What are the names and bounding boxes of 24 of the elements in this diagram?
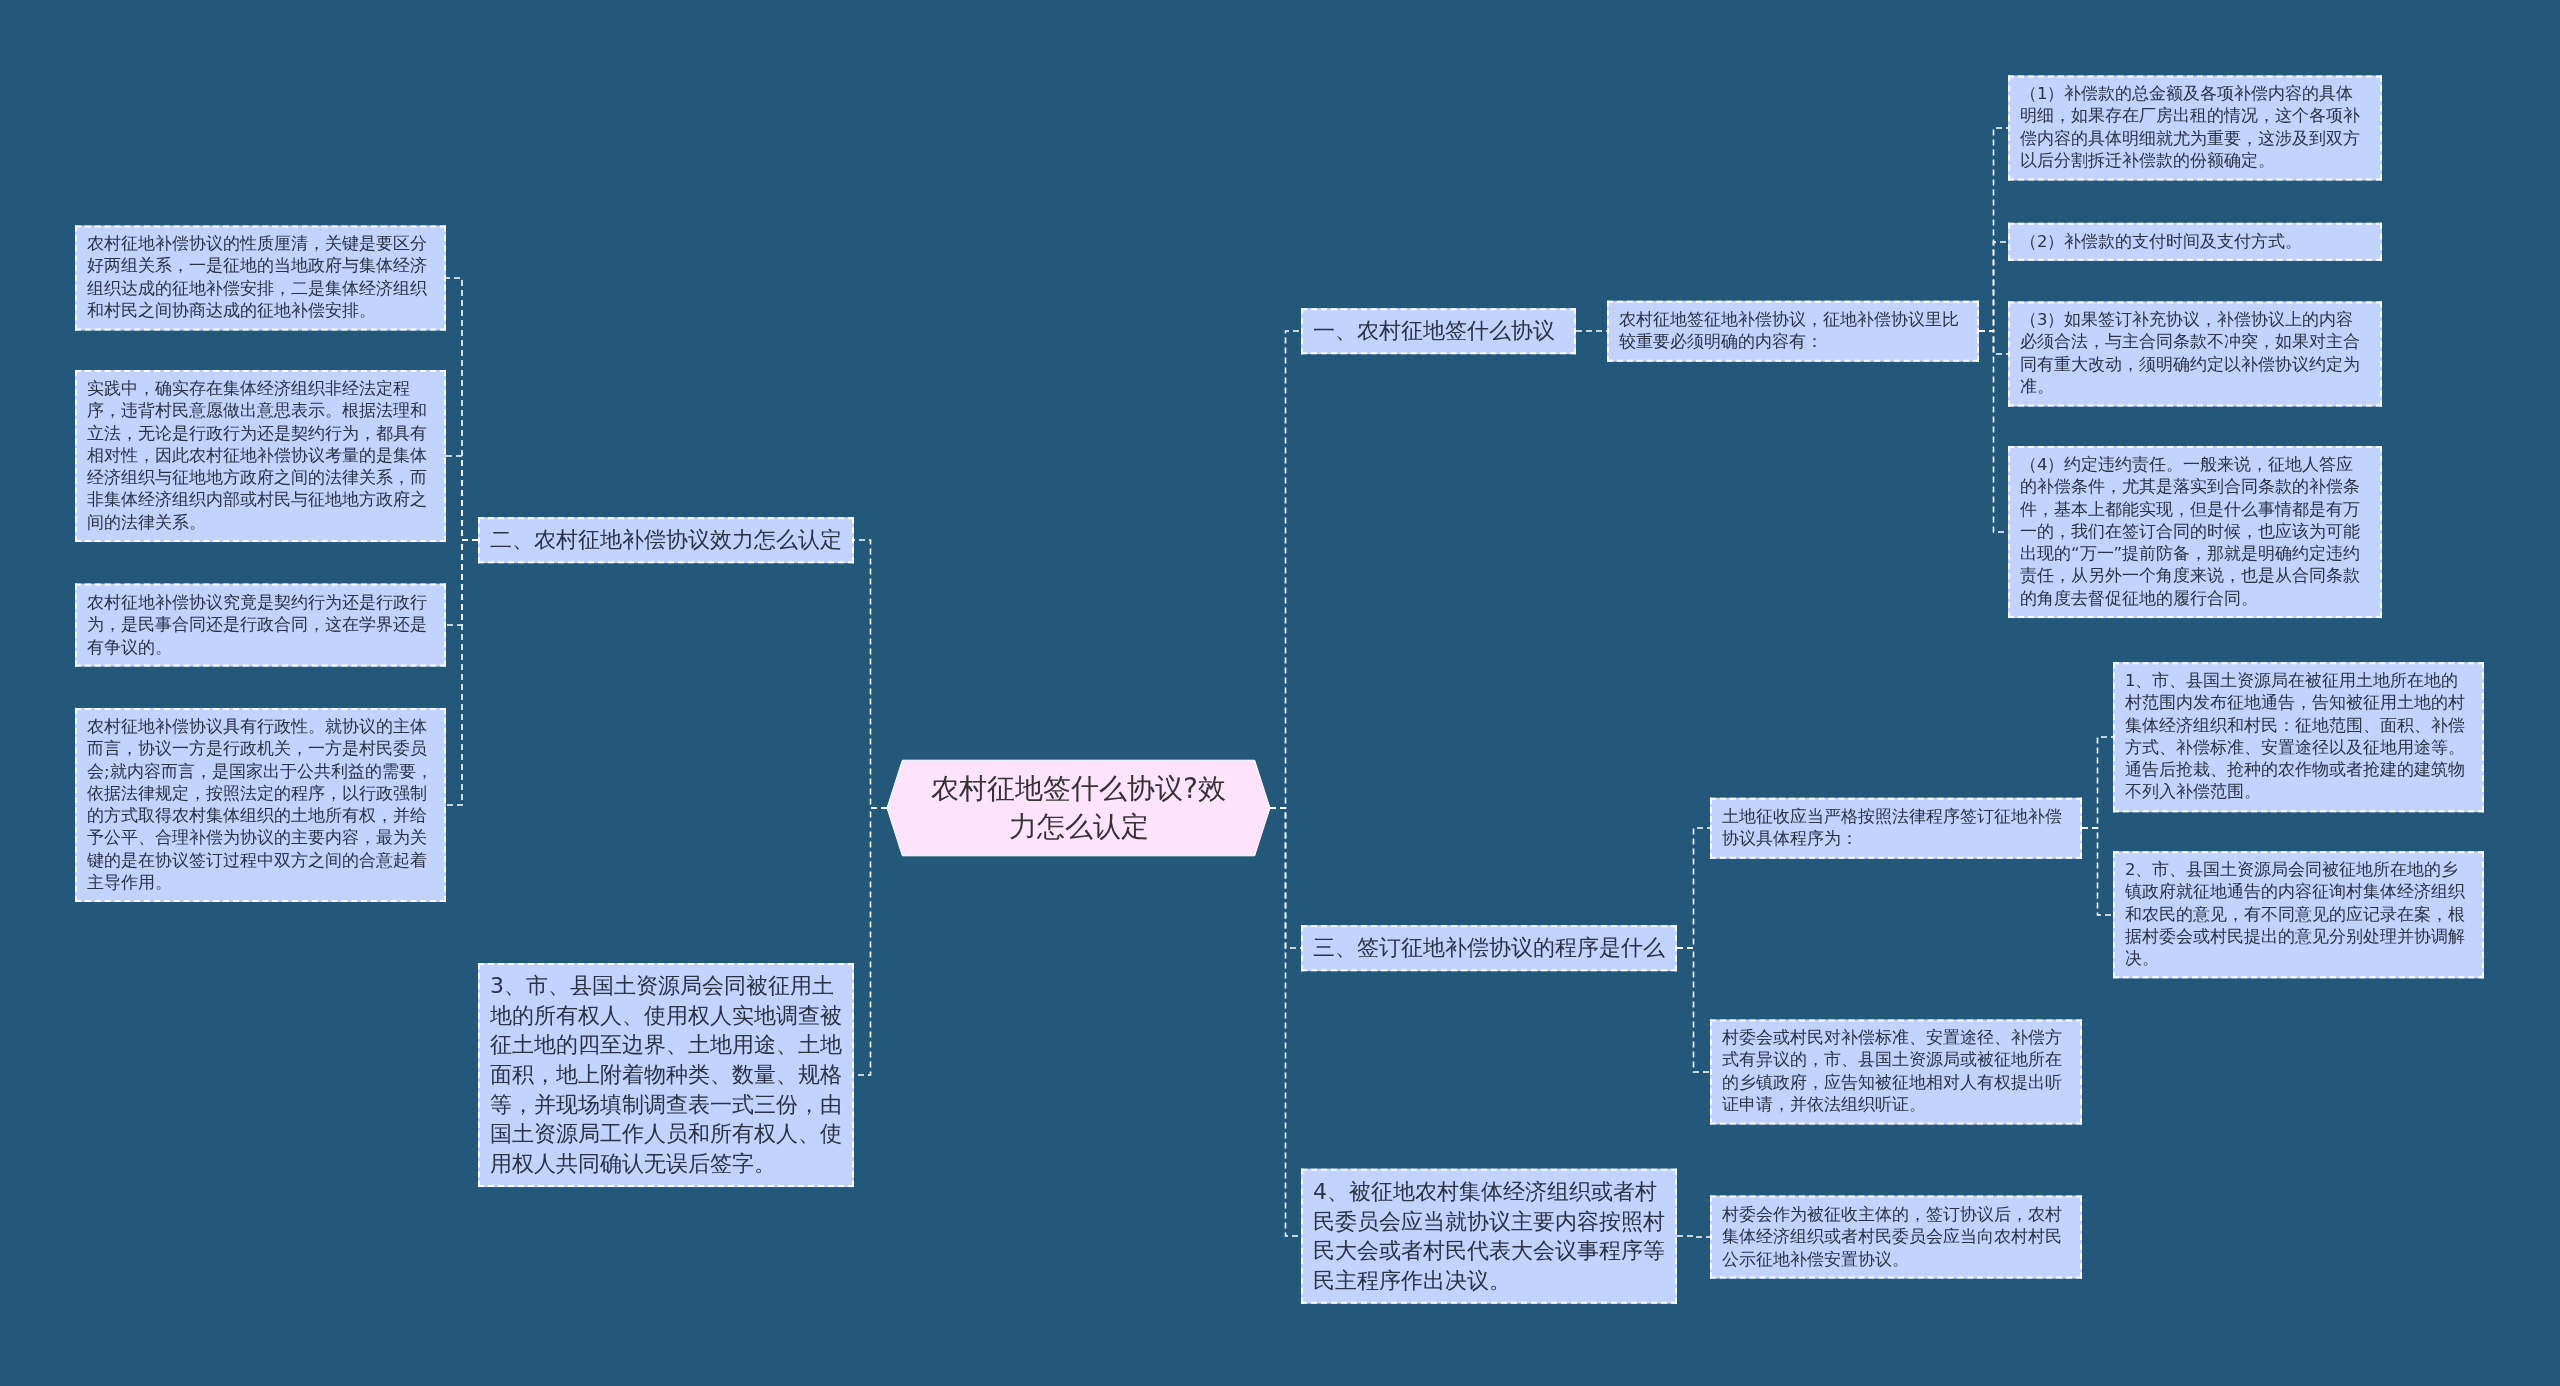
topic-box: 3、市、县国土资源局会同被征用土地的所有权人、使用权人实地调查被征土地的四至边界、土地用途、土地面积，地上附着物种类、数量、规格等，并现场填制调查表一式三份，由国土资源局工作人员和所有权人、使用权人共同确认无误后签字。 [478, 963, 854, 1187]
note-box: 农村征地补偿协议究竟是契约行为还是行政行为，是民事合同还是行政合同，这在学界还是有争议的。 [75, 583, 446, 667]
note-box: 农村征地补偿协议具有行政性。就协议的主体而言，协议一方是行政机关，一方是村民委员会;就内容而言，是国家出于公共利益的需要，依据法律规定，按照法定的程序，以行政强制的方式取得农村集体组织的土地所有权，并给予公平、合理补偿为协议的主要内容，最为关键的是在协议签订过程中双方之间的合意起着主导作用。 [75, 707, 446, 903]
topic-box: 三、签订征地补偿协议的程序是什么 [1301, 925, 1677, 971]
topic-box: 二、农村征地补偿协议效力怎么认定 [478, 517, 854, 563]
note-box: （3）如果签订补充协议，补偿协议上的内容必须合法，与主合同条款不冲突，如果对主合同有重大改动，须明确约定以补偿协议约定为准。 [2008, 301, 2382, 407]
connector-line [445, 539, 479, 806]
note-box: 村委会或村民对补偿标准、安置途径、补偿方式有异议的，市、县国土资源局或被征地所在的乡镇政府，应告知被征地相对人有权提出听证申请，并依法组织听证。 [1710, 1019, 2082, 1125]
central-topic: 农村征地签什么协议?效力怎么认定 [887, 760, 1270, 856]
topic-box: 4、被征地农村集体经济组织或者村民委员会应当就协议主要内容按照村民大会或者村民代表大会议事程序等民主程序作出决议。 [1301, 1168, 1677, 1304]
note-box: 实践中，确实存在集体经济组织非经法定程序，违背村民意愿做出意思表示。根据法理和立法，无论是行政行为还是契约行为，都具有相对性，因此农村征地补偿协议考量的是集体经济组织与征地地方政府之间的法律关系，而非集体经济组织内部或村民与征地地方政府之间的法律关系。 [75, 370, 446, 542]
note-box: （4）约定违约责任。一般来说，征地人答应的补偿条件，尤其是落实到合同条款的补偿条件，基本上都能实现，但是什么事情都是有万一的，我们在签订合同的时候，也应该为可能出现的“万一”提前防备，那就是明确约定违约责任，从另外一个角度来说，也是从合同条款的角度去督促征地的履行合同。 [2008, 446, 2382, 618]
note-box: 2、市、县国土资源局会同被征地所在地的乡镇政府就征地通告的内容征询村集体经济组织和农民的意见，有不同意见的应记录在案，根据村委会或村民提出的意见分别处理并协调解决。 [2113, 851, 2484, 979]
topic-box: 一、农村征地签什么协议 [1301, 308, 1576, 354]
connector-line [2081, 827, 2114, 916]
note-box: （2）补偿款的支付时间及支付方式。 [2008, 222, 2382, 262]
connector-line [1676, 1235, 1711, 1238]
note-box: 1、市、县国土资源局在被征用土地所在地的村范围内发布征地通告，告知被征用土地的村集体经济组织和村民：征地范围、面积、补偿方式、补偿标准、安置途径以及征地用途等。通告后抢栽、抢种的农作物或者抢建的建筑物不列入补偿范围。 [2113, 662, 2484, 812]
note-box: 村委会作为被征收主体的，签订协议后，农村集体经济组织或者村民委员会应当向农村村民公示征地补偿安置协议。 [1710, 1195, 2082, 1279]
note-box: （1）补偿款的总金额及各项补偿内容的具体明细，如果存在厂房出租的情况，这个各项补偿内容的具体明细就尤为重要，这涉及到双方以后分割拆迁补偿款的份额确定。 [2008, 75, 2382, 181]
note-box: 农村征地补偿协议的性质厘清，关键是要区分好两组关系，一是征地的当地政府与集体经济组织达成的征地补偿安排，二是集体经济组织和村民之间协商达成的征地补偿安排。 [75, 225, 446, 331]
note-box: 农村征地签征地补偿协议，征地补偿协议里比较重要必须明确的内容有： [1607, 300, 1979, 362]
connector-line [1676, 947, 1711, 1073]
note-box: 土地征收应当严格按照法律程序签订征地补偿协议具体程序为： [1710, 797, 2082, 859]
